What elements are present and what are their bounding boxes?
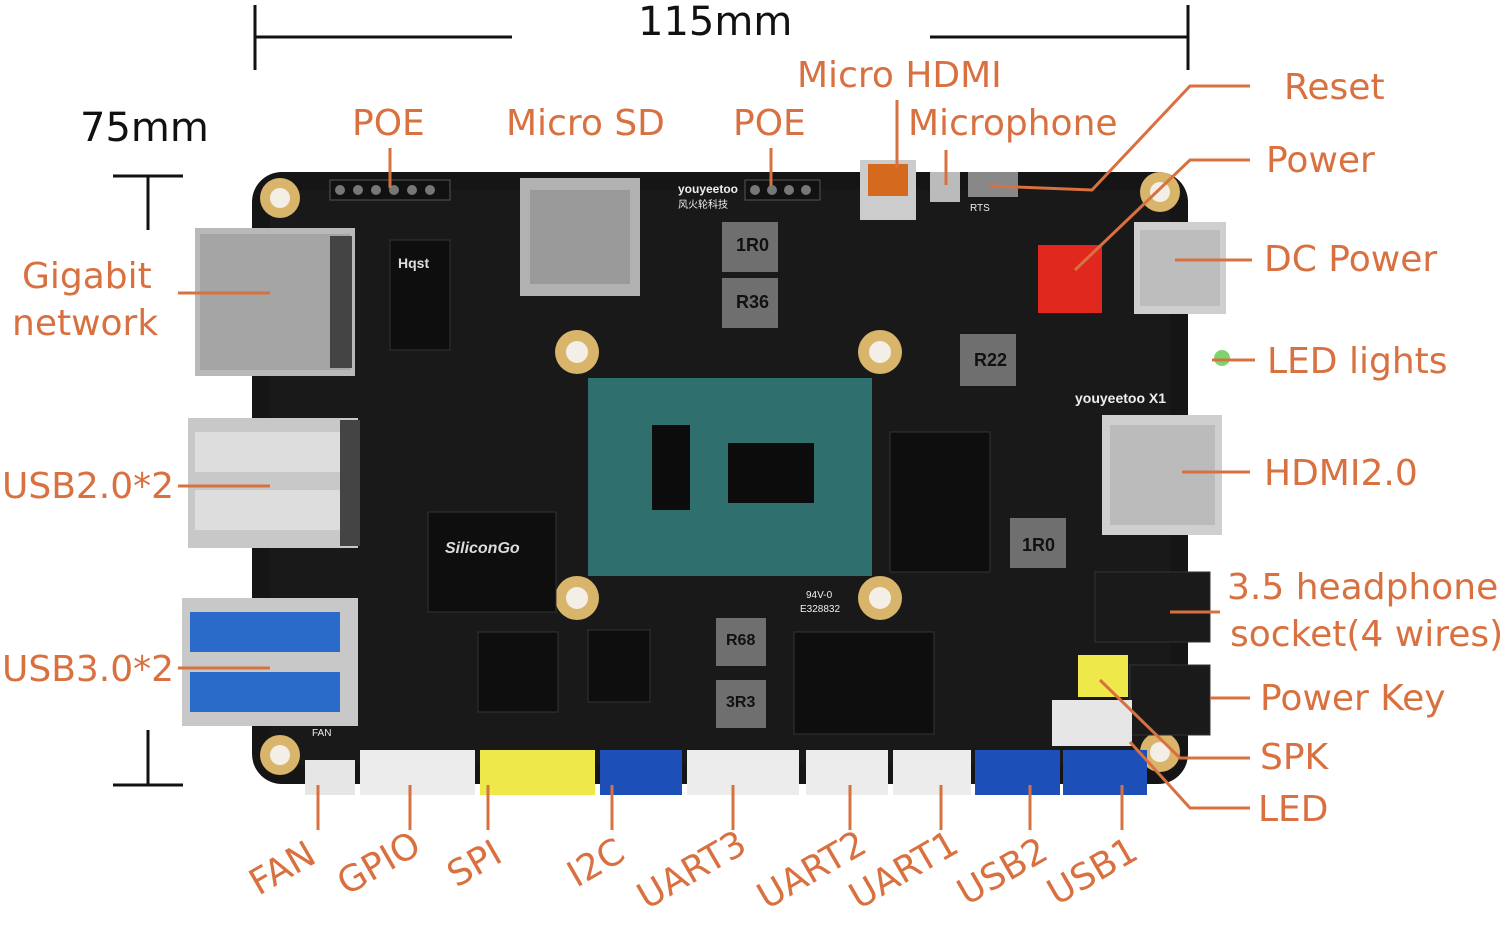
dc-power-jack	[1134, 222, 1226, 314]
controller-chip	[477, 631, 559, 713]
inductor-r36-label: R36	[736, 292, 770, 312]
label-poe-right: POE	[733, 103, 806, 144]
label-micro-sd: Micro SD	[506, 103, 665, 144]
rts-label: RTS	[970, 203, 990, 214]
width-dimension-label: 115mm	[638, 0, 793, 45]
power-key	[1129, 664, 1211, 736]
soc	[588, 378, 872, 576]
inductor-3r3-label: 3R3	[726, 694, 756, 711]
label-hdmi: HDMI2.0	[1264, 453, 1418, 494]
label-usb2: USB2.0*2	[2, 466, 175, 507]
label-spk: SPK	[1260, 737, 1329, 778]
inductor-1r0-label: 1R0	[736, 235, 770, 255]
ram-chip-right	[889, 431, 991, 573]
board-brand-text: youyeetoo X1	[1075, 390, 1167, 406]
hdmi-port	[1102, 415, 1222, 535]
micro-hdmi-port	[860, 160, 916, 220]
small-chip	[587, 629, 651, 703]
cert-text: 94V-0	[806, 590, 833, 601]
label-led: LED	[1258, 789, 1329, 830]
inductor-1r0b-label: 1R0	[1022, 535, 1056, 555]
led-light	[1214, 350, 1230, 366]
label-reset: Reset	[1284, 67, 1385, 108]
label-gigabit-line1: Gigabit	[22, 256, 152, 297]
label-poe-left: POE	[352, 103, 425, 144]
headphone-jack	[1094, 571, 1211, 643]
fan-silkscreen: FAN	[312, 728, 332, 739]
leader-lines	[178, 84, 1255, 830]
bottom-connectors	[305, 750, 1147, 795]
label-headphone-line2: socket(4 wires)	[1230, 614, 1500, 655]
label-power: Power	[1266, 140, 1375, 181]
label-led-lights: LED lights	[1267, 341, 1448, 382]
usb3-port	[182, 598, 358, 726]
label-dc-power: DC Power	[1264, 239, 1438, 280]
label-headphone-line1: 3.5 headphone	[1227, 567, 1499, 608]
spk-connector	[1078, 655, 1128, 697]
ethernet-chip	[389, 239, 451, 351]
poe-header-left	[329, 179, 451, 201]
mounting-holes	[260, 172, 1180, 775]
logo-text: youyeetoo	[678, 182, 739, 196]
height-dimension-label: 75mm	[80, 105, 209, 151]
ethernet-port	[195, 228, 355, 376]
inductor-r68-label: R68	[726, 632, 756, 649]
width-dimension-line	[253, 5, 1190, 70]
height-dimension-line	[113, 174, 183, 787]
logo-subtext: 风火轮科技	[678, 200, 728, 211]
label-power-key: Power Key	[1260, 678, 1446, 719]
emmc-label: SiliconGo	[445, 540, 520, 557]
poe-header-right	[744, 179, 821, 201]
inductor-r22-label: R22	[974, 350, 1008, 370]
led-connector	[1052, 700, 1132, 746]
label-gigabit-line2: network	[12, 303, 159, 344]
inductors	[716, 222, 1066, 728]
cert-number: E328832	[800, 604, 841, 615]
label-microphone: Microphone	[908, 103, 1118, 144]
label-usb3: USB3.0*2	[2, 649, 175, 690]
label-micro-hdmi: Micro HDMI	[797, 55, 1002, 96]
usb2-port	[188, 418, 360, 548]
ram-chip-bottom	[793, 631, 935, 735]
ethernet-chip-label: Hqst	[398, 255, 430, 271]
emmc-chip	[427, 511, 557, 613]
reset-button	[968, 172, 1018, 197]
